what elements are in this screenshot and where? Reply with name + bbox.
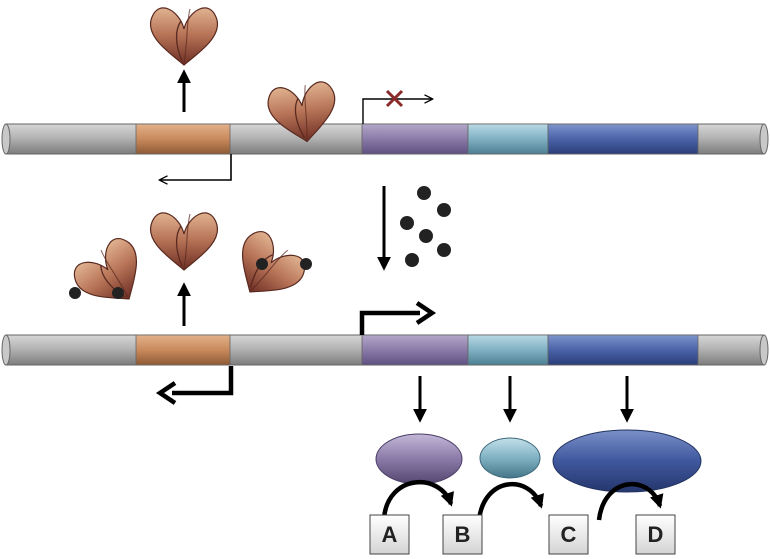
- box-a: A: [369, 514, 410, 555]
- active-promoter-arrow: [359, 310, 420, 335]
- box-c: C: [548, 514, 589, 555]
- structural-gene-1: [361, 334, 469, 366]
- repressor-protein: [149, 212, 219, 271]
- box-c-label: C: [561, 522, 577, 547]
- reaction-arrow-a-to-b: [381, 480, 454, 519]
- reaction-arrow-c-to-d: [596, 482, 664, 521]
- regulator-promoter-arrow: [160, 154, 232, 180]
- repressor-protein: [149, 7, 219, 66]
- box-a-label: A: [382, 522, 398, 547]
- box-b-label: B: [455, 522, 471, 547]
- regulator-gene: [135, 123, 231, 155]
- structural-gene-3: [547, 123, 699, 155]
- enzyme-1: [375, 433, 463, 485]
- regulator-promoter-arrow: [172, 366, 234, 396]
- reaction-arrow-b-to-c: [476, 482, 544, 521]
- dna-strand-induced: [1, 334, 769, 366]
- structural-gene-2: [467, 123, 549, 155]
- box-d-label: D: [648, 522, 664, 547]
- blocked-x-icon: [385, 89, 404, 108]
- enzyme-2: [479, 437, 541, 479]
- structural-gene-3: [547, 334, 699, 366]
- structural-gene-2: [467, 334, 549, 366]
- regulator-gene: [135, 334, 231, 366]
- dna-strand-repressed: [1, 123, 769, 155]
- enzyme-3: [552, 429, 702, 493]
- repressor-inducer-complex-left: [67, 232, 157, 320]
- blocked-promoter-arrow: [362, 99, 432, 124]
- box-b: B: [442, 514, 483, 555]
- box-d: D: [635, 514, 676, 555]
- structural-gene-1: [361, 123, 469, 155]
- inducer-molecules: [400, 186, 451, 267]
- repressor-inducer-complex-right: [222, 225, 312, 313]
